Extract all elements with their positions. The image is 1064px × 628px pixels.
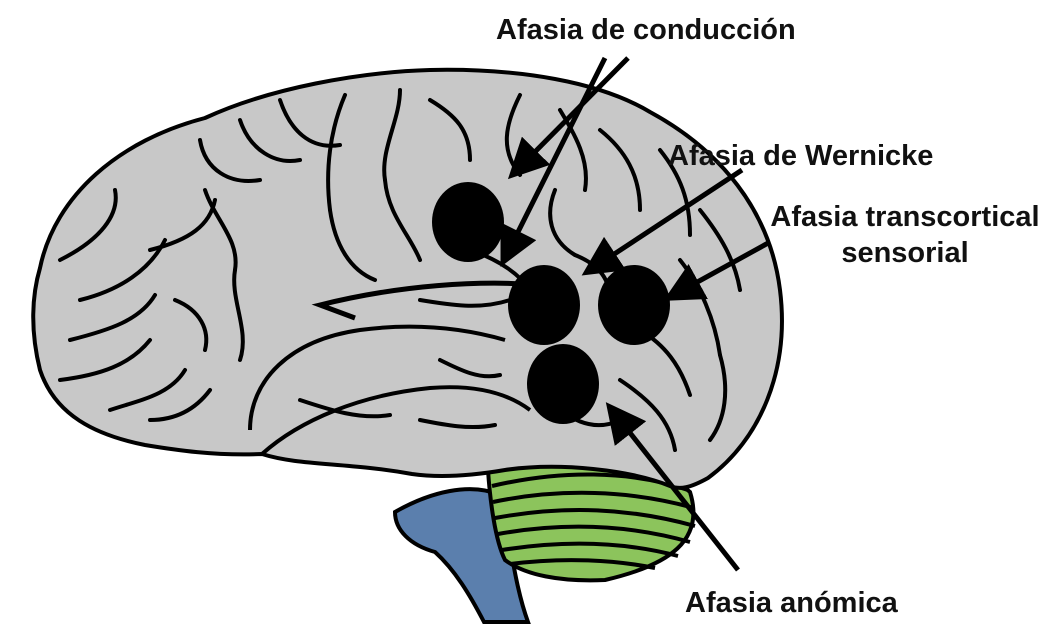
label-transcortical-line2: sensorial xyxy=(760,235,1050,271)
label-transcortical-sensory-aphasia: Afasia transcortical sensorial xyxy=(760,199,1050,271)
label-conduction-aphasia: Afasia de conducción xyxy=(496,12,796,48)
lesion-wernicke xyxy=(508,265,580,345)
label-transcortical-line1: Afasia transcortical xyxy=(760,199,1050,235)
label-anomic-aphasia: Afasia anómica xyxy=(685,585,898,621)
lesion-conduction xyxy=(432,182,504,262)
lesion-anomic xyxy=(527,344,599,424)
cerebral-cortex xyxy=(33,70,782,488)
lesion-transcortical-sensory xyxy=(598,265,670,345)
label-wernicke-aphasia: Afasia de Wernicke xyxy=(668,138,933,174)
